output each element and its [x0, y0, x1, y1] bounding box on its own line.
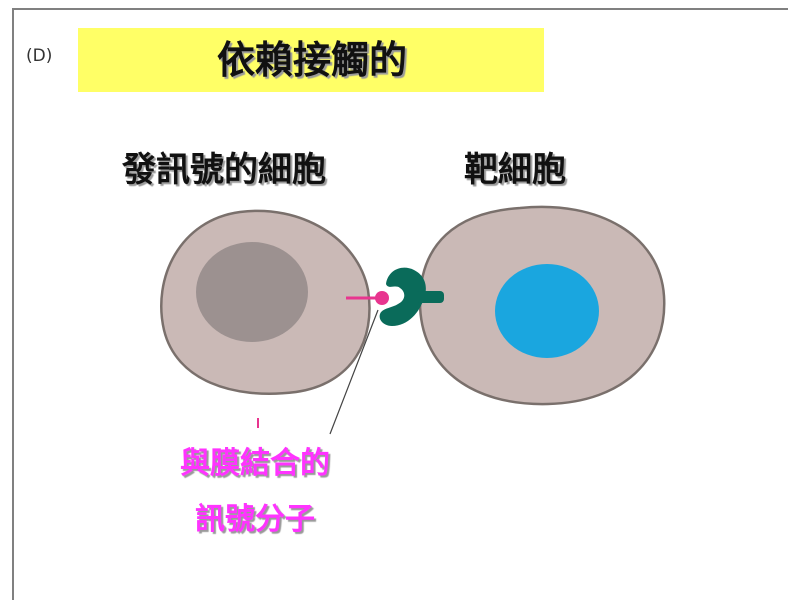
- panel-label: (D): [26, 46, 53, 66]
- receptor-icon: [379, 267, 444, 326]
- target-cell-label: 靶細胞: [464, 150, 566, 190]
- signaling-cell: [160, 209, 371, 395]
- title-highlight: [78, 28, 544, 92]
- molecule-label-line1: 與膜結合的: [180, 446, 330, 481]
- target-nucleus: [495, 264, 599, 358]
- molecule-label-line2: 訊號分子: [195, 502, 315, 537]
- signaling-nucleus: [196, 242, 308, 342]
- signal-molecule-icon: [346, 291, 389, 305]
- target-cell: [418, 205, 666, 406]
- signaling-cell-label: 發訊號的細胞: [122, 150, 326, 190]
- page-title: 依賴接觸的: [216, 38, 407, 82]
- pointer-line: [329, 309, 379, 435]
- figure-frame: [12, 8, 788, 600]
